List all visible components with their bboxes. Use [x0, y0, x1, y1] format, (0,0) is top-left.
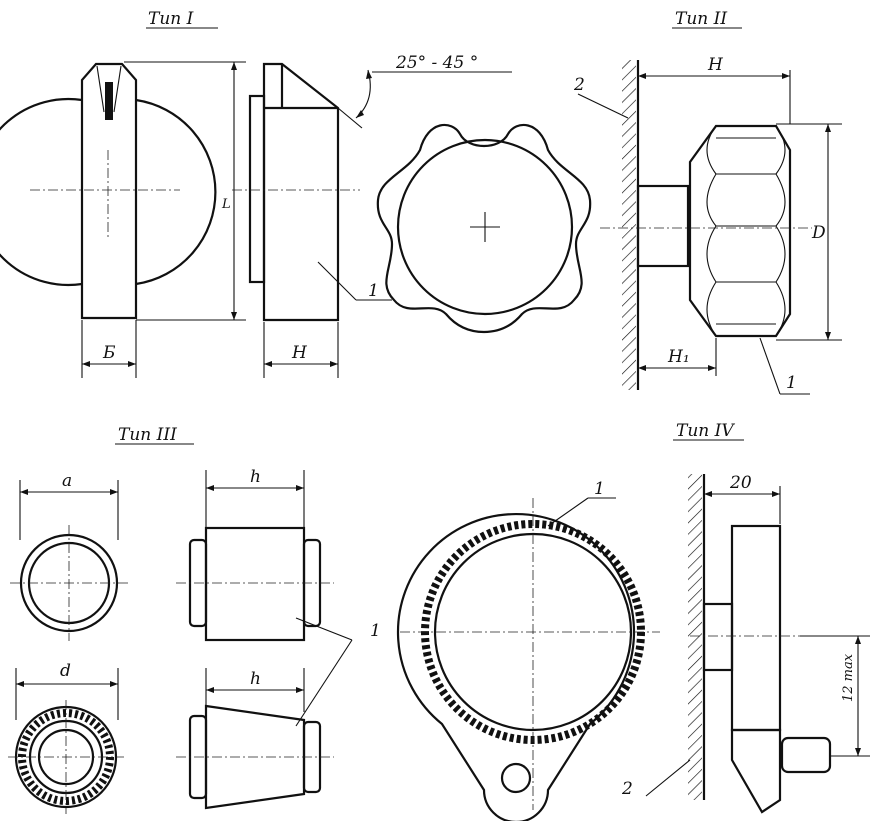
- type2-group: Тип II 2 Н D Н₁: [573, 9, 842, 395]
- type2-knob-lobes-left: [706, 125, 717, 337]
- type2-dim-h1-label: Н₁: [667, 347, 690, 367]
- type4-group: Тип IV 2 20 12 max: [621, 421, 870, 814]
- type4-wheel: [730, 524, 782, 732]
- type3-dim-hbot-label: h: [250, 669, 261, 689]
- type3-leader-1b: [295, 639, 353, 727]
- dial-part-1-label: 1: [594, 479, 605, 499]
- type2-dim-h-label: Н: [707, 55, 724, 75]
- type1-dim-h-arrows: [264, 361, 338, 367]
- type1-groove-right: [113, 65, 122, 113]
- dial-ring-view: 1: [396, 479, 660, 821]
- type3-dim-a-label: a: [62, 471, 72, 491]
- type4-shaft: [702, 602, 734, 672]
- type4-dim-20-arrows: [704, 491, 780, 497]
- wavy-knob-inner-circle: [396, 138, 574, 316]
- type1-disc-left: [0, 97, 83, 287]
- type2-shaft: [636, 184, 690, 268]
- type3-dim-d-label: d: [60, 661, 71, 681]
- type1-leader-1: [317, 261, 357, 301]
- type4-title: Тип IV: [676, 421, 735, 441]
- type1-groove-left: [96, 65, 105, 113]
- type3-title: Тип III: [118, 425, 177, 445]
- type1-dim-h-label: Н: [291, 343, 308, 363]
- type1-angle-label: 25° - 45 °: [395, 53, 478, 73]
- type4-handle-grip: [780, 736, 832, 774]
- type1-pointer-mark: [105, 82, 113, 120]
- type2-knob-lobes-right: [775, 125, 786, 337]
- type4-wall-hatch: [688, 474, 702, 800]
- type2-leader-1: [759, 337, 781, 395]
- type4-dim-20-label: 20: [729, 473, 752, 493]
- type2-title: Тип II: [675, 9, 727, 29]
- type3-group: Тип III a d h: [8, 425, 381, 814]
- type3-part-1-label: 1: [370, 621, 381, 641]
- type1-disc-right: [135, 98, 217, 286]
- wavy-knob-outline: [376, 123, 592, 334]
- type1-dim-l-label: L: [221, 197, 231, 212]
- type1-title: Тип I: [148, 9, 194, 29]
- type2-knob-body: [688, 124, 792, 338]
- type3-dim-htop-label: h: [250, 467, 261, 487]
- type2-dim-d-label: D: [811, 223, 826, 243]
- type1-dim-b-label: Б: [102, 343, 116, 363]
- type4-handle-bracket: [730, 728, 782, 814]
- type2-leader-2: [577, 93, 629, 119]
- wavy-knob-view: [376, 123, 592, 334]
- type1-pointer-bar: [80, 62, 138, 320]
- type1-group: Тип I Б L 25° - 45 °: [0, 9, 512, 378]
- type3-leader-1a: [295, 617, 353, 641]
- type1-side-hub: [248, 94, 266, 284]
- type3-cone-body: [204, 704, 306, 810]
- dial-ring-hole: [500, 762, 532, 794]
- type2-wall-hatch: [622, 60, 636, 390]
- dial-leader-1: [547, 497, 589, 527]
- type1-part-1-label: 1: [368, 281, 379, 301]
- type4-dim-12-label: 12 max: [841, 653, 856, 702]
- type1-angle-arrows: [356, 70, 372, 118]
- type1-side-body: [262, 62, 340, 322]
- type2-part-1-label: 1: [786, 373, 797, 393]
- type1-angle-ext: [337, 107, 363, 129]
- type2-dim-h1-arrows: [638, 365, 716, 371]
- type2-part-2-label: 2: [573, 75, 585, 95]
- type4-part-2-label: 2: [621, 779, 633, 799]
- type3-cyl-body: [204, 526, 306, 642]
- type4-leader-2: [645, 759, 691, 797]
